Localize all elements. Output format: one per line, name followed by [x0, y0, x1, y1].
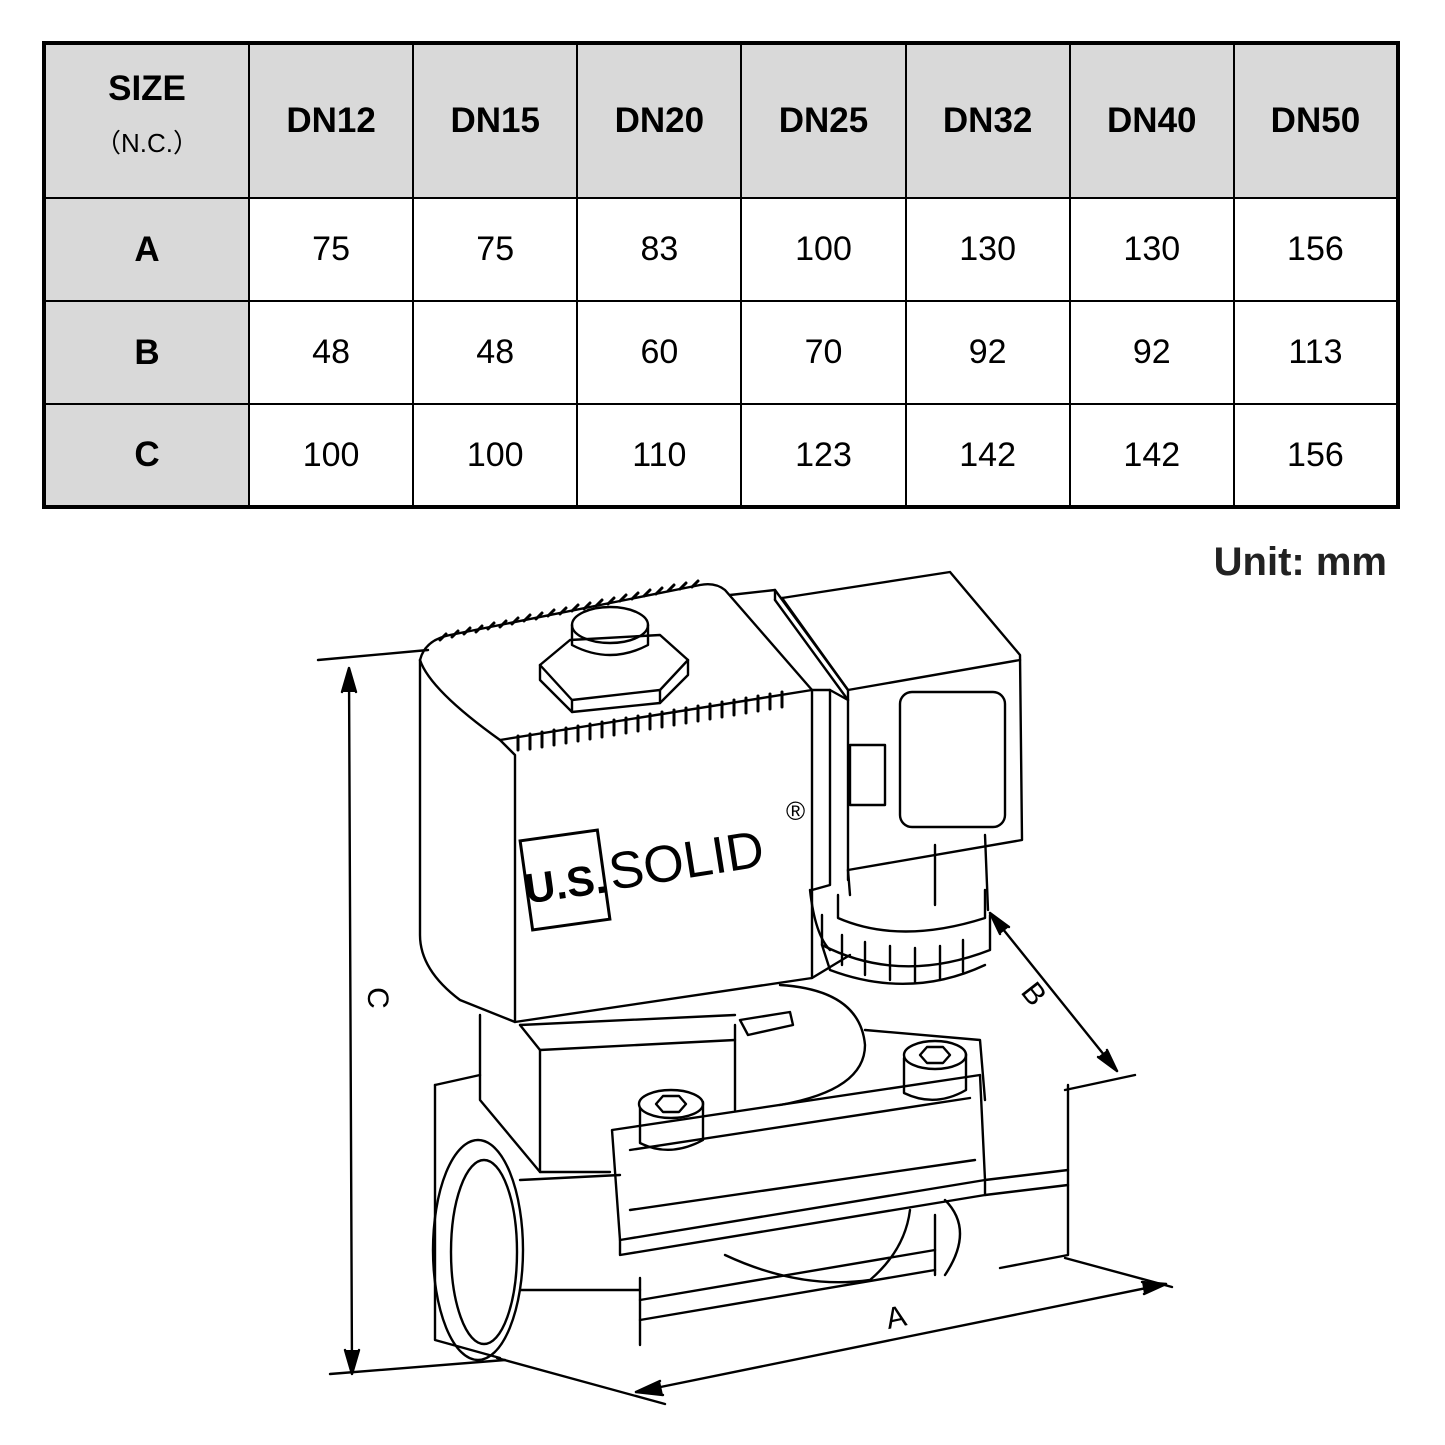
table-cell: 83 [576, 197, 743, 302]
column-header: DN32 [904, 42, 1071, 199]
valve-bonnet [478, 983, 987, 1174]
table-cell: 142 [1068, 403, 1235, 508]
table-cell: 130 [904, 197, 1071, 302]
dimension-label-c: C [361, 987, 394, 1009]
table-cell: 110 [576, 403, 743, 508]
bolt-left [637, 1088, 705, 1152]
dimension-label-b: B [1014, 976, 1052, 1012]
table-cell: 100 [247, 403, 415, 508]
valve-body [431, 1073, 1070, 1362]
table-cell: 48 [247, 300, 415, 405]
bolt-right [902, 1039, 968, 1102]
table-row: C 100 100 110 123 142 142 156 [43, 403, 1400, 508]
table-cell: 156 [1232, 403, 1400, 508]
table-cell: 156 [1232, 197, 1400, 302]
size-header-title: SIZE [108, 68, 186, 108]
dimension-spec-table: SIZE （N.C.） DN12 DN15 DN20 DN25 DN32 DN4… [42, 41, 1400, 509]
row-label: A [43, 197, 250, 302]
column-header: DN20 [576, 42, 743, 199]
dimension-label-a: A [883, 1299, 909, 1335]
table-cell: 75 [412, 197, 579, 302]
table-row: B 48 48 60 70 92 92 113 [43, 300, 1400, 405]
column-header: DN40 [1068, 42, 1235, 199]
row-label: B [43, 300, 250, 405]
table-cell: 100 [412, 403, 579, 508]
valve-cover-plate [610, 1073, 987, 1284]
table-cell: 92 [1068, 300, 1235, 405]
table-cell: 60 [576, 300, 743, 405]
column-header: DN50 [1232, 42, 1400, 199]
dimension-c [316, 648, 507, 1376]
table-cell: 130 [1068, 197, 1235, 302]
table-cell: 75 [247, 197, 415, 302]
table-cell: 142 [904, 403, 1071, 508]
brand-logo: U.S. SOLID ® [518, 796, 805, 932]
solenoid-coil [418, 582, 852, 1024]
coil-nut [820, 888, 992, 986]
column-header: DN15 [412, 42, 579, 199]
dimension-a [495, 1256, 1174, 1406]
table-cell: 123 [740, 403, 907, 508]
table-cell: 48 [412, 300, 579, 405]
column-header: DN25 [740, 42, 907, 199]
column-header: DN12 [247, 42, 415, 199]
unit-note: Unit: mm [1213, 540, 1387, 584]
size-header-subtitle: （N.C.） [94, 127, 199, 158]
row-label: C [43, 403, 250, 508]
table-cell: 100 [740, 197, 907, 302]
top-hex-nut [538, 605, 690, 714]
brand-name: SOLID [605, 820, 768, 902]
table-cell: 113 [1232, 300, 1400, 405]
valve-diagram: U.S. SOLID ® C A B [316, 570, 1174, 1406]
table-row: A 75 75 83 100 130 130 156 [43, 197, 1400, 302]
table-cell: 70 [740, 300, 907, 405]
dimension-b [988, 911, 1137, 1092]
coil-vent-ribs [438, 579, 784, 752]
table-header-row: SIZE （N.C.） DN12 DN15 DN20 DN25 DN32 DN4… [43, 42, 1400, 199]
table-cell: 92 [904, 300, 1071, 405]
din-connector [728, 570, 1024, 912]
registered-mark: ® [786, 796, 805, 826]
size-header-cell: SIZE （N.C.） [43, 42, 250, 199]
brand-mark: U.S. [522, 855, 609, 913]
